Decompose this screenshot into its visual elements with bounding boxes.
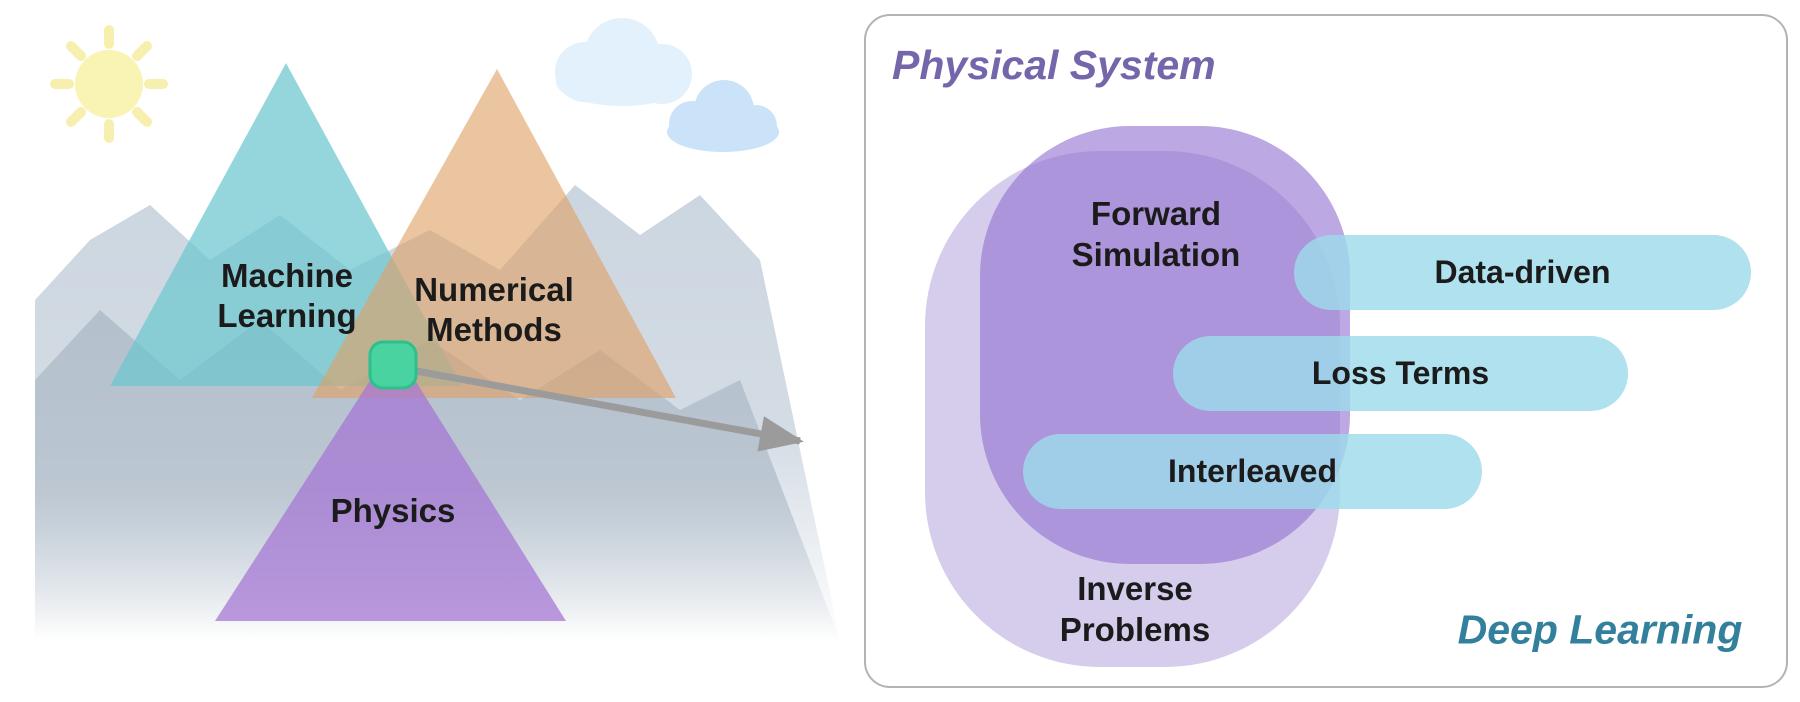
- detail-panel: Physical System Data-driven Loss Terms I…: [864, 14, 1788, 688]
- physical-system-title: Physical System: [892, 42, 1216, 88]
- left-scene: [35, 18, 840, 640]
- cloud-icon: [555, 18, 692, 106]
- pill-interleaved: Interleaved: [1023, 434, 1482, 509]
- deep-learning-title: Deep Learning: [1457, 606, 1743, 653]
- pill-data-driven: Data-driven: [1294, 235, 1751, 310]
- data-driven-label: Data-driven: [1434, 254, 1611, 290]
- loss-terms-label: Loss Terms: [1311, 355, 1490, 391]
- numerical-methods-label: Numerical Methods: [414, 270, 574, 348]
- pill-loss-terms: Loss Terms: [1173, 336, 1628, 411]
- sun-icon: [50, 25, 168, 143]
- triangle-physics: [215, 345, 566, 621]
- inverse-problems-label: Inverse Problems: [1059, 569, 1211, 648]
- triangle-numerical-methods: [312, 69, 676, 398]
- machine-learning-label: Machine Learning: [217, 256, 357, 334]
- cloud-small-icon: [667, 80, 779, 152]
- forward-simulation-label: Forward Simulation: [1071, 194, 1241, 273]
- interleaved-label: Interleaved: [1168, 453, 1337, 489]
- highlight-square: [368, 340, 418, 390]
- physics-label: Physics: [330, 491, 456, 529]
- arrow-icon: [415, 367, 804, 452]
